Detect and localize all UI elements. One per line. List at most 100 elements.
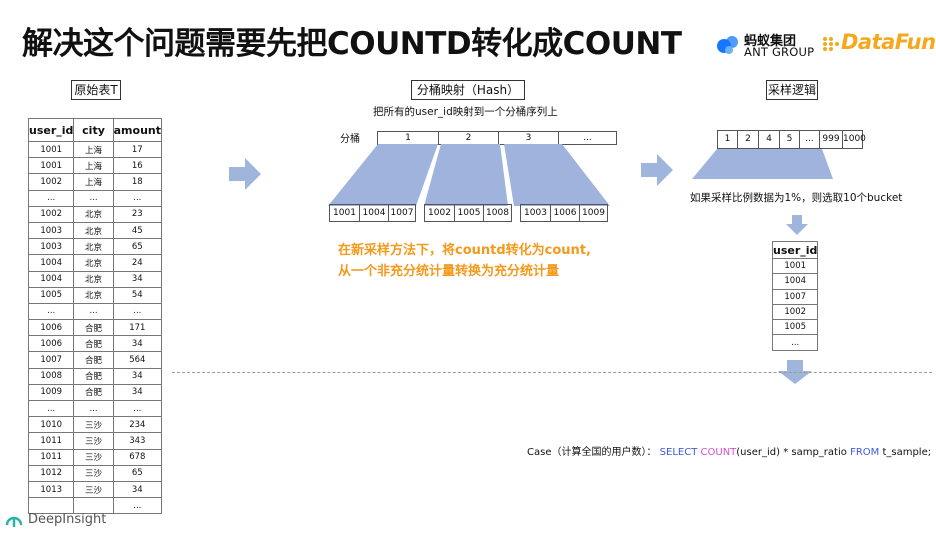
table-row: 1004 (771, 273, 819, 290)
table-cell: 合肥 (73, 351, 114, 369)
col-header-user-id: user_id (27, 118, 75, 142)
table-cell: ... (112, 399, 163, 418)
table-cell: 上海 (73, 140, 114, 159)
table-cell: 34 (112, 367, 163, 385)
table-cell: ... (112, 497, 163, 515)
table-cell: 1007 (27, 351, 75, 369)
table-cell: 合肥 (73, 319, 114, 337)
user-id-cell: 1006 (550, 205, 579, 221)
table-cell: 24 (112, 254, 163, 272)
table-cell: 678 (112, 448, 163, 466)
watermark-text: DeepInsight (28, 512, 107, 527)
user-id-cell: 1005 (454, 205, 483, 221)
bucket-sequence: 1 2 3 ... (377, 131, 617, 145)
sampling-description: 如果采样比例数据为1%，则选取10个bucket (690, 192, 903, 204)
table-cell: 1004 (27, 254, 75, 272)
table-cell: ... (27, 399, 75, 418)
source-table-header-row: user_id city amount (27, 118, 163, 142)
table-row: ......... (27, 399, 163, 418)
table-cell: 1001 (27, 140, 75, 159)
sql-function-count: COUNT (700, 447, 737, 458)
sampling-bucket-cell: 1 (724, 134, 731, 144)
table-row: 1005 (771, 319, 819, 336)
sql-table-name: t_sample; (882, 447, 932, 458)
table-cell: 三沙 (73, 464, 114, 482)
sql-example: Case（计算全国的用户数）： SELECT COUNT(user_id) * … (527, 443, 931, 458)
table-cell: 1009 (27, 383, 75, 402)
bucket-cell: 1 (405, 133, 411, 143)
table-cell: 1003 (27, 221, 75, 240)
table-cell: 34 (112, 480, 163, 499)
table-row: ......... (27, 302, 163, 321)
user-id-cell: 1004 (359, 205, 388, 221)
table-row: 1007 (771, 288, 819, 305)
table-cell: 65 (112, 464, 163, 482)
source-table-label: 原始表T (71, 80, 121, 100)
table-cell: 234 (112, 416, 163, 434)
sampling-funnel (692, 149, 833, 179)
table-cell: 三沙 (73, 448, 114, 466)
sampling-bucket-cell: 2 (737, 131, 758, 148)
table-cell: 三沙 (73, 416, 114, 434)
table-cell: 上海 (73, 173, 114, 191)
datafun-logo-text: DataFun. (841, 30, 936, 54)
table-cell: 54 (112, 286, 163, 304)
ant-logo-cn: 蚂蚁集团 (744, 34, 797, 49)
table-row: ... (771, 334, 819, 351)
hash-mapping-funnels (328, 144, 610, 206)
table-cell: 1001 (771, 257, 819, 275)
table-cell: 1011 (27, 432, 75, 450)
table-cell: 1006 (27, 335, 75, 353)
sql-keyword-from: FROM (850, 447, 880, 458)
table-cell: 合肥 (73, 335, 114, 353)
table-cell: ... (112, 189, 163, 207)
table-cell: 1008 (27, 367, 75, 385)
user-id-cell: 1009 (579, 205, 607, 221)
arrow-right-icon (641, 154, 673, 186)
sampling-section-label: 采样逻辑 (766, 80, 818, 100)
user-id-cell: 1008 (483, 205, 511, 221)
sql-keyword-select: SELECT (659, 447, 698, 458)
sample-table-header-row: user_id (771, 241, 819, 259)
bucket-cell: 3 (498, 132, 558, 144)
table-cell: 合肥 (73, 367, 114, 385)
table-cell: 1003 (27, 238, 75, 256)
table-cell: 1004 (27, 270, 75, 288)
table-cell: 上海 (73, 157, 114, 175)
datafun-logo: DataFun. (822, 30, 936, 58)
arrow-right-icon (229, 158, 261, 190)
table-cell: 北京 (73, 254, 114, 272)
table-cell: 北京 (73, 286, 114, 304)
table-cell: 34 (112, 335, 163, 353)
table-cell: ... (27, 302, 75, 321)
table-cell: 北京 (73, 238, 114, 256)
table-cell: 三沙 (73, 480, 114, 499)
ant-group-logo: 蚂蚁集团 ANT GROUP (716, 30, 820, 60)
method-note: 在新采样方法下，将countd转化为count, 从一个非充分统计量转换为充分统… (338, 240, 591, 282)
table-cell: 合肥 (73, 383, 114, 402)
table-cell: 1002 (27, 205, 75, 223)
arrow-down-icon (786, 215, 808, 235)
table-cell: 34 (112, 383, 163, 402)
sample-col-header-user-id: user_id (771, 241, 819, 259)
table-cell: ... (27, 189, 75, 207)
sampling-bucket-cell: 4 (758, 131, 779, 148)
table-row: ... (27, 497, 163, 515)
user-id-cell: 1001 (333, 208, 356, 218)
table-cell: 1002 (27, 173, 75, 191)
user-id-cell: 1002 (428, 208, 451, 218)
table-row: 1001 (771, 257, 819, 275)
table-cell: 1011 (27, 448, 75, 466)
